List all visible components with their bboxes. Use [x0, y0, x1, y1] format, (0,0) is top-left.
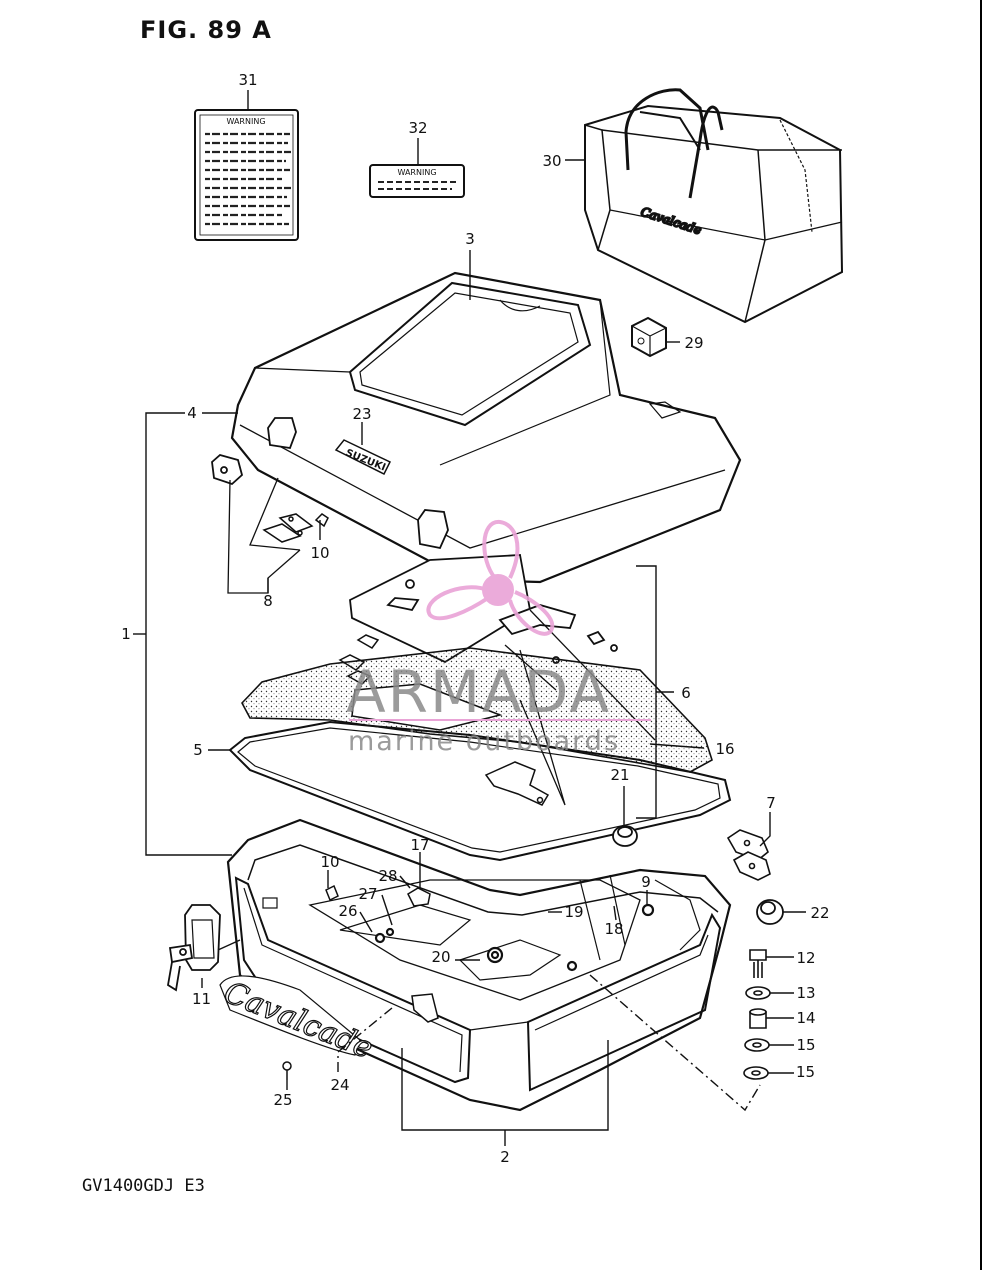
- screw-25: [282, 1061, 292, 1080]
- watermark-rule: [349, 719, 651, 721]
- watermark-logo: [426, 520, 555, 636]
- lock-assembly-11: [167, 904, 221, 992]
- callout-3: 3: [465, 230, 475, 248]
- callout-10-top: 10: [310, 544, 329, 562]
- lid-liner: [241, 647, 713, 773]
- callout-15a: 15: [796, 1036, 815, 1054]
- leader-lines: [133, 90, 806, 1146]
- trunk-lid-3: [230, 271, 742, 584]
- callout-21: 21: [610, 766, 629, 784]
- callout-10-lower: 10: [320, 853, 339, 871]
- hinge-plate-8: [262, 513, 329, 543]
- callout-15-lower-label: 15: [796, 1063, 816, 1081]
- rubber-bumper-22: [756, 899, 784, 925]
- seal-gasket-5: [228, 720, 732, 862]
- callout-numbers: 31 32 30 29 3 4 23 10 8 1 6 16 5 21 7 17…: [121, 71, 829, 1166]
- watermark-brand: ARMADA: [346, 658, 612, 726]
- callout-11-label: 11: [192, 990, 212, 1008]
- callout-27: 27: [358, 885, 377, 903]
- callout-20: 20: [431, 948, 450, 966]
- callout-30: 30: [542, 152, 561, 170]
- nut-29: [631, 316, 667, 358]
- callout-1: 1: [121, 625, 131, 643]
- inner-panel-6: [349, 554, 618, 664]
- callout-6: 6: [681, 684, 691, 702]
- hinge-7: [726, 829, 771, 881]
- callout-22: 22: [810, 904, 829, 922]
- callout-19: 19: [564, 903, 583, 921]
- hinge-cap-left: [211, 454, 244, 486]
- callout-17: 17: [410, 836, 429, 854]
- figure-title: FIG. 89 A: [140, 16, 272, 44]
- callout-24: 24: [330, 1076, 349, 1094]
- callout-7: 7: [766, 794, 776, 812]
- callout-14: 14: [796, 1009, 815, 1027]
- fastener-stack: [743, 949, 771, 1080]
- callout-26: 26: [338, 902, 357, 920]
- warning-label-31: WARNING: [194, 109, 299, 241]
- callout-5: 5: [193, 741, 203, 759]
- callout-18: 18: [604, 920, 623, 938]
- rubber-bumper-21: [612, 825, 638, 847]
- callout-31: 31: [238, 71, 257, 89]
- callout-2: 2: [500, 1148, 510, 1166]
- bracket-16: [484, 761, 550, 806]
- callout-9: 9: [641, 873, 651, 891]
- callout-23: 23: [352, 405, 371, 423]
- model-code: GV1400GDJ E3: [82, 1176, 205, 1196]
- callout-13: 13: [796, 984, 815, 1002]
- callout-32: 32: [408, 119, 427, 137]
- callout-16: 16: [715, 740, 734, 758]
- trunk-body-2: [226, 818, 732, 1112]
- warning-label-32: WARNING: [369, 164, 465, 198]
- watermark-subtitle: marine outboards: [348, 726, 621, 757]
- label-31-heading: WARNING: [226, 117, 265, 126]
- callout-29: 29: [684, 334, 703, 352]
- callout-4: 4: [187, 404, 197, 422]
- callout-8: 8: [263, 592, 273, 610]
- callout-28: 28: [378, 867, 397, 885]
- page-frame-right: [980, 0, 982, 1270]
- callout-25: 25: [273, 1091, 292, 1109]
- carry-bag-30: Cavalcade: [584, 88, 844, 324]
- label-32-heading: WARNING: [397, 168, 436, 177]
- callout-12: 12: [796, 949, 815, 967]
